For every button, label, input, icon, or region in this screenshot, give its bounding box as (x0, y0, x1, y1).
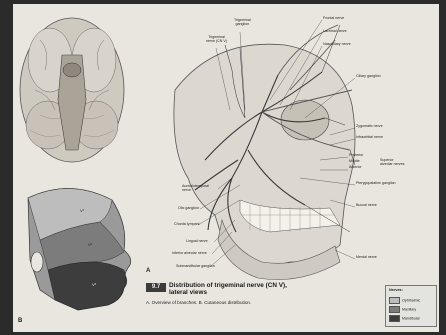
zone-v3-label: V³ (92, 282, 97, 287)
label-otic-ganglion: Otic ganglion (178, 207, 199, 211)
panel-a-letter: A (146, 268, 150, 274)
brain-base-icon (20, 18, 124, 162)
legend-label-mandibular: Mandibular (402, 316, 420, 320)
head-profile-icon: V¹ V² V³ (28, 188, 131, 310)
legend-item-maxillary: Maxillary (389, 306, 416, 313)
panel-b-letter: B (18, 318, 22, 324)
label-auriculotemporal-nerve: Auriculotemporal nerve (182, 185, 209, 193)
figure-caption: A. Overview of branches. B. Cutaneous di… (146, 300, 251, 305)
label-pterygopalatine-ganglion: Pterygopalatine ganglion (356, 182, 396, 186)
label-posterior: Posterior (349, 154, 363, 158)
legend-label-maxillary: Maxillary (402, 307, 416, 311)
label-infraorbital-nerve: Infraorbital nerve (356, 136, 383, 140)
label-inferior-alveolar-nerve: Inferior alveolar nerve (172, 252, 207, 256)
zone-v1-label: V¹ (80, 208, 85, 213)
label-buccal-nerve: Buccal nerve (356, 204, 377, 208)
legend-swatch-mandibular (389, 315, 400, 322)
legend-item-ophthalmic: Ophthalmic (389, 297, 420, 304)
label-lingual-nerve: Lingual nerve (186, 240, 208, 244)
figure-title: Distribution of trigeminal nerve (CN V),… (169, 282, 349, 296)
label-submandibular-ganglion: Submandibular ganglion (176, 265, 215, 269)
label-ciliary-ganglion: Ciliary ganglion (356, 75, 381, 79)
legend-swatch-maxillary (389, 306, 400, 313)
label-superior-alveolar-nerves: Superior alveolar nerves (380, 159, 404, 167)
legend-item-mandibular: Mandibular (389, 315, 420, 322)
figure-number-badge: 9.7 (146, 283, 166, 292)
label-nasociliary-nerve: Nasociliary nerve (323, 43, 351, 47)
label-middle: Middle (349, 160, 360, 164)
legend-label-ophthalmic: Ophthalmic (402, 298, 420, 302)
label-trigeminal-ganglion: Trigeminal ganglion (234, 19, 251, 27)
label-anterior: Anterior (349, 166, 362, 170)
zone-v2-label: V² (88, 242, 93, 247)
label-zygomatic-nerve: Zygomatic nerve (356, 125, 383, 129)
label-lacrimal-nerve: Lacrimal nerve (323, 30, 347, 34)
label-chorda-tympani: Chorda tympani (174, 223, 199, 227)
label-mental-nerve: Mental nerve (356, 256, 377, 260)
label-frontal-nerve: Frontal nerve (323, 17, 344, 21)
nerves-legend: Nerves: Ophthalmic Maxillary Mandibular (385, 285, 437, 327)
legend-swatch-ophthalmic (389, 297, 400, 304)
legend-title: Nerves: (389, 288, 403, 292)
label-trigeminal-nerve: Trigeminal nerve (CN V) (206, 36, 227, 44)
